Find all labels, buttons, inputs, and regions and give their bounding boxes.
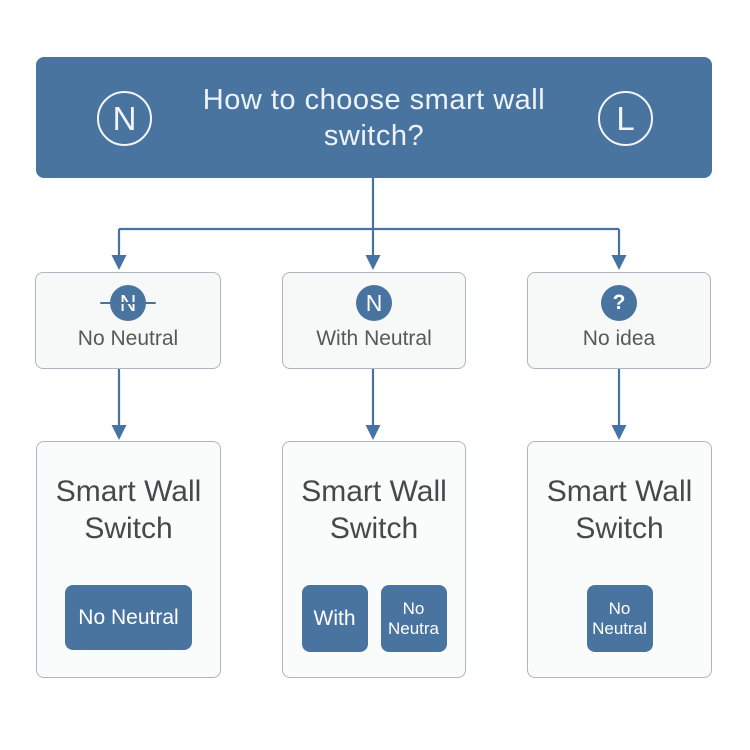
live-wire-icon: L xyxy=(598,91,653,146)
result-title: Smart Wall Switch xyxy=(283,473,465,547)
page-title-line2: switch? xyxy=(323,119,425,152)
result-card-no-idea: Smart Wall Switch No Neutral xyxy=(527,441,712,678)
no-neutral-badge: No Neutral xyxy=(65,585,192,650)
with-neutral-icon: N xyxy=(356,285,392,321)
result-title-line2: Switch xyxy=(575,512,664,545)
page-title: How to choose smart wall switch? xyxy=(203,82,545,154)
arrowhead xyxy=(611,255,627,270)
live-wire-icon-letter: L xyxy=(616,99,635,137)
with-badge: With xyxy=(301,585,368,652)
option-no-idea: ? No idea xyxy=(527,272,711,369)
result-title-line2: Switch xyxy=(84,512,173,545)
result-title-line2: Switch xyxy=(329,512,419,545)
badge-label-line2: Neutra xyxy=(387,618,440,638)
arrowhead xyxy=(111,255,127,270)
option-label: With Neutral xyxy=(316,327,432,350)
result-title: Smart Wall Switch xyxy=(37,473,220,547)
result-title-line1: Smart Wall xyxy=(546,475,693,508)
arrowhead xyxy=(111,425,127,440)
circle-letter: ? xyxy=(612,291,626,314)
question-icon: ? xyxy=(601,285,637,321)
header-banner: N How to choose smart wall switch? L xyxy=(36,57,712,178)
result-title: Smart Wall Switch xyxy=(528,473,711,547)
circle-n-icon: N xyxy=(356,285,392,321)
arrowhead xyxy=(611,425,627,440)
badge-label-line1: No xyxy=(402,598,425,618)
result-title-line1: Smart Wall xyxy=(55,475,202,508)
option-no-neutral: N No Neutral xyxy=(35,272,221,369)
strikethrough-line xyxy=(100,301,156,305)
badge-row: No Neutral xyxy=(37,585,220,650)
result-card-no-neutral: Smart Wall Switch No Neutral xyxy=(36,441,221,678)
arrowhead xyxy=(365,425,381,440)
result-card-with-neutral: Smart Wall Switch With No Neutra xyxy=(282,441,466,678)
badge-label: With xyxy=(313,606,356,630)
neutral-wire-icon-letter: N xyxy=(112,99,137,137)
badge-label: No Neutral xyxy=(78,605,179,629)
no-neutral-icon: N xyxy=(100,285,156,321)
page-title-line1: How to choose smart wall xyxy=(202,83,546,116)
badge-label-line1: No xyxy=(608,598,631,618)
no-neutral-badge: No Neutral xyxy=(586,585,653,652)
neutral-wire-icon: N xyxy=(97,91,152,146)
option-label: No Neutral xyxy=(77,327,179,350)
badge-row: No Neutral xyxy=(528,585,711,652)
option-with-neutral: N With Neutral xyxy=(282,272,466,369)
arrowhead xyxy=(365,255,381,270)
circle-question-icon: ? xyxy=(601,285,637,321)
result-title-line1: Smart Wall xyxy=(301,475,447,508)
circle-letter: N xyxy=(365,289,383,316)
no-neutral-badge: No Neutra xyxy=(380,585,447,652)
badge-label-line2: Neutral xyxy=(592,618,647,638)
badge-row: With No Neutra xyxy=(283,585,465,652)
option-label: No idea xyxy=(582,327,656,350)
